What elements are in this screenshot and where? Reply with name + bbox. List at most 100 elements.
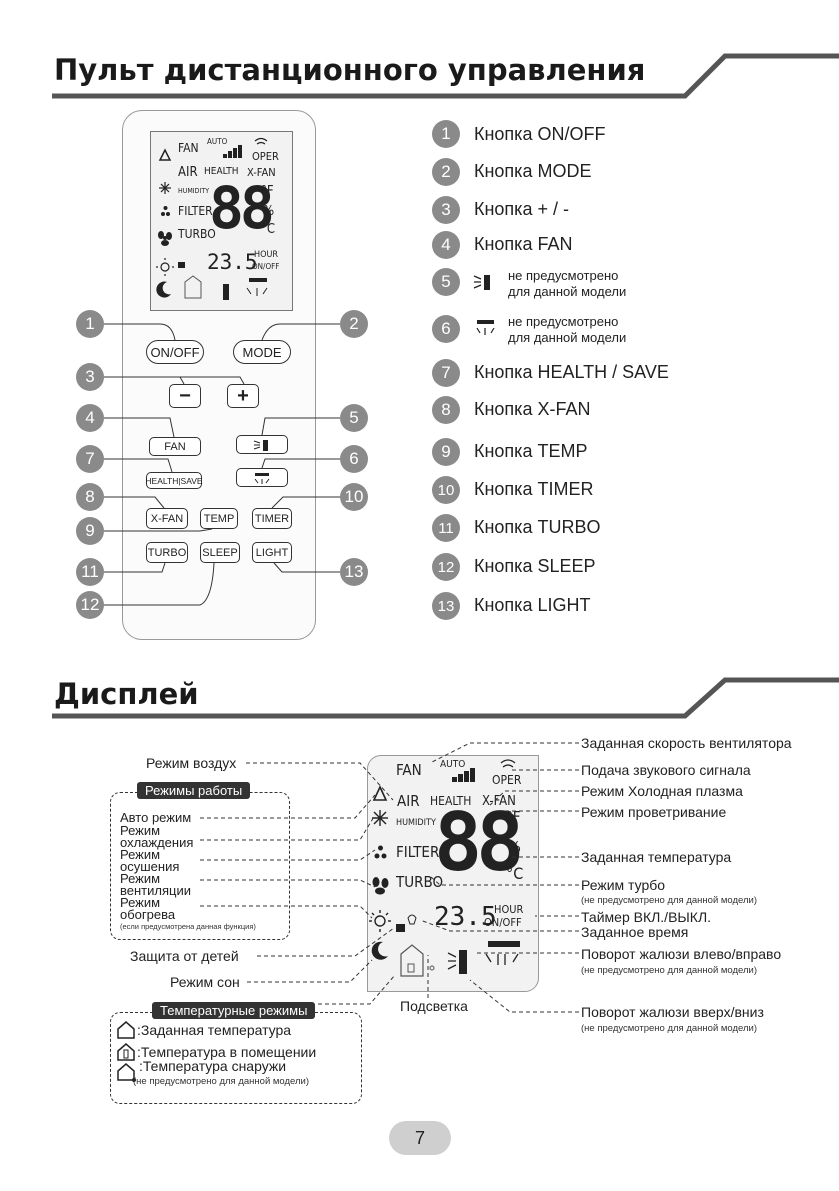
swing-ud-button[interactable] <box>236 468 288 487</box>
display-percent: % <box>508 838 521 856</box>
label-set-time: Заданное время <box>581 924 689 940</box>
legend-text-3: Кнопка + / - <box>474 199 569 219</box>
display-panel: FAN AUTO OPER AIR HEALTH X-FAN HUMIDITY … <box>367 755 539 992</box>
label-swing-lr: Поворот жалюзи влево/вправо <box>581 946 782 962</box>
remote-lcd-air: AIR <box>178 165 198 180</box>
legend-text-2: Кнопка MODE <box>474 161 592 181</box>
onoff-button[interactable]: ON/OFF <box>146 340 204 364</box>
legend-num-10: 10 <box>432 476 460 504</box>
section-title-display: Дисплей <box>54 677 199 711</box>
label-set-temperature: Заданная температура <box>581 849 732 865</box>
legend-num-6: 6 <box>432 315 460 343</box>
legend-num-2: 2 <box>432 158 460 186</box>
legend-text-10: Кнопка TIMER <box>474 479 594 499</box>
remote-callout-lines <box>104 323 340 606</box>
callout-2: 2 <box>340 310 368 338</box>
section-title-remote: Пульт дистанционного управления <box>54 53 646 87</box>
legend-text-5b: для данной модели <box>508 284 627 299</box>
display-filter: FILTER <box>396 843 440 861</box>
callout-6: 6 <box>340 445 368 473</box>
remote-lcd-auto: AUTO <box>207 137 228 146</box>
temp-modes-title: Температурные режимы <box>152 1002 316 1019</box>
label-fan-mode: Режим вентиляции <box>120 871 191 898</box>
remote-lcd-fahrenheit: °F <box>261 184 274 199</box>
plus-button[interactable]: + <box>227 384 259 408</box>
display-health: HEALTH <box>430 794 472 808</box>
label-fan-speed: Заданная скорость вентилятора <box>581 735 792 751</box>
minus-button[interactable]: − <box>169 384 201 408</box>
health-save-button[interactable]: HEALTH|SAVE <box>145 472 203 489</box>
modes-title: Режимы работы <box>137 782 251 799</box>
display-digits: 88 <box>434 796 524 889</box>
legend-text-5: не предусмотрено <box>508 268 619 283</box>
label-cool: Режим охлаждения <box>120 823 194 850</box>
display-air: AIR <box>397 792 420 810</box>
label-beep: Подача звукового сигнала <box>581 762 751 778</box>
remote-lcd-health: HEALTH <box>204 166 239 177</box>
legend-num-4: 4 <box>432 231 460 259</box>
legend-num-1: 1 <box>432 120 460 148</box>
display-humidity: HUMIDITY <box>396 818 436 828</box>
display-xfan: X-FAN <box>482 794 516 809</box>
remote-lcd: FAN AUTO OPER AIR HEALTH X-FAN HUMIDITY … <box>150 131 293 311</box>
label-swing-ud: Поворот жалюзи вверх/вниз <box>581 1004 764 1020</box>
remote-lcd-onoff: ON/OFF <box>252 262 280 271</box>
callout-12: 12 <box>76 591 104 619</box>
legend-text-6: не предусмотрено <box>508 314 619 329</box>
remote-lcd-turbo: TURBO <box>178 227 216 241</box>
label-plasma: Режим Холодная плазма <box>581 783 743 799</box>
swing-ud-icon <box>254 472 270 484</box>
remote-lcd-time: 23.5 <box>207 250 258 274</box>
legend-num-11: 11 <box>432 514 460 542</box>
fan-button[interactable]: FAN <box>149 437 201 456</box>
legend-text-6b: для данной модели <box>508 330 627 345</box>
swing-lr-button[interactable] <box>236 435 288 454</box>
callout-11: 11 <box>76 558 104 586</box>
label-swing-ud-note: (не предусмотрено для данной модели) <box>581 1023 758 1034</box>
legend-num-12: 12 <box>432 553 460 581</box>
house-icon <box>117 1021 135 1039</box>
turbo-button[interactable]: TURBO <box>146 542 188 563</box>
label-child-lock: Защита от детей <box>130 948 239 964</box>
remote-lcd-celsius: °C <box>261 222 276 237</box>
remote-lcd-oper: OPER <box>252 150 279 163</box>
sleep-button[interactable]: SLEEP <box>200 542 240 563</box>
label-outdoor-temp: :Температура снаружи <box>139 1058 287 1074</box>
label-timer: Таймер ВКЛ./ВЫКЛ. <box>581 909 712 925</box>
light-button[interactable]: LIGHT <box>252 542 292 563</box>
callout-10: 10 <box>340 483 368 511</box>
mode-button[interactable]: MODE <box>233 340 291 364</box>
remote-lcd-humidity: HUMIDITY <box>178 187 210 195</box>
callout-4: 4 <box>76 404 104 432</box>
legend-num-8: 8 <box>432 396 460 424</box>
legend-text-9: Кнопка TEMP <box>474 441 588 461</box>
legend-text-11: Кнопка TURBO <box>474 517 601 537</box>
callout-3: 3 <box>76 363 104 391</box>
display-hour: HOUR <box>494 903 524 916</box>
display-callout-lines <box>200 742 579 1013</box>
room-temp-icon <box>117 1043 135 1061</box>
legend-text-8: Кнопка X-FAN <box>474 399 591 419</box>
legend-num-7: 7 <box>432 359 460 387</box>
callout-7: 7 <box>76 445 104 473</box>
label-turbo-note: (не предусмотрено для данной модели) <box>581 895 758 906</box>
display-fahrenheit: °F <box>506 808 521 826</box>
xfan-button[interactable]: X-FAN <box>146 508 188 529</box>
label-outdoor-note: (не предусмотрено для данной модели) <box>133 1076 310 1087</box>
display-celsius: °C <box>506 864 524 883</box>
legend-text-4: Кнопка FAN <box>474 234 573 254</box>
outdoor-temp-icon <box>117 1063 136 1082</box>
label-heat-note: (если предусмотрена данная функция) <box>120 922 256 931</box>
callout-9: 9 <box>76 517 104 545</box>
remote-lcd-icons <box>156 137 268 300</box>
display-icons <box>369 759 520 977</box>
remote-lcd-percent: % <box>263 204 275 219</box>
label-light: Подсветка <box>400 998 468 1014</box>
label-sleep: Режим сон <box>170 974 240 990</box>
callout-13: 13 <box>340 558 368 586</box>
temp-button[interactable]: TEMP <box>200 508 238 529</box>
timer-button[interactable]: TIMER <box>252 508 292 529</box>
legend-num-9: 9 <box>432 438 460 466</box>
callout-1: 1 <box>76 310 104 338</box>
display-auto: AUTO <box>440 759 466 770</box>
